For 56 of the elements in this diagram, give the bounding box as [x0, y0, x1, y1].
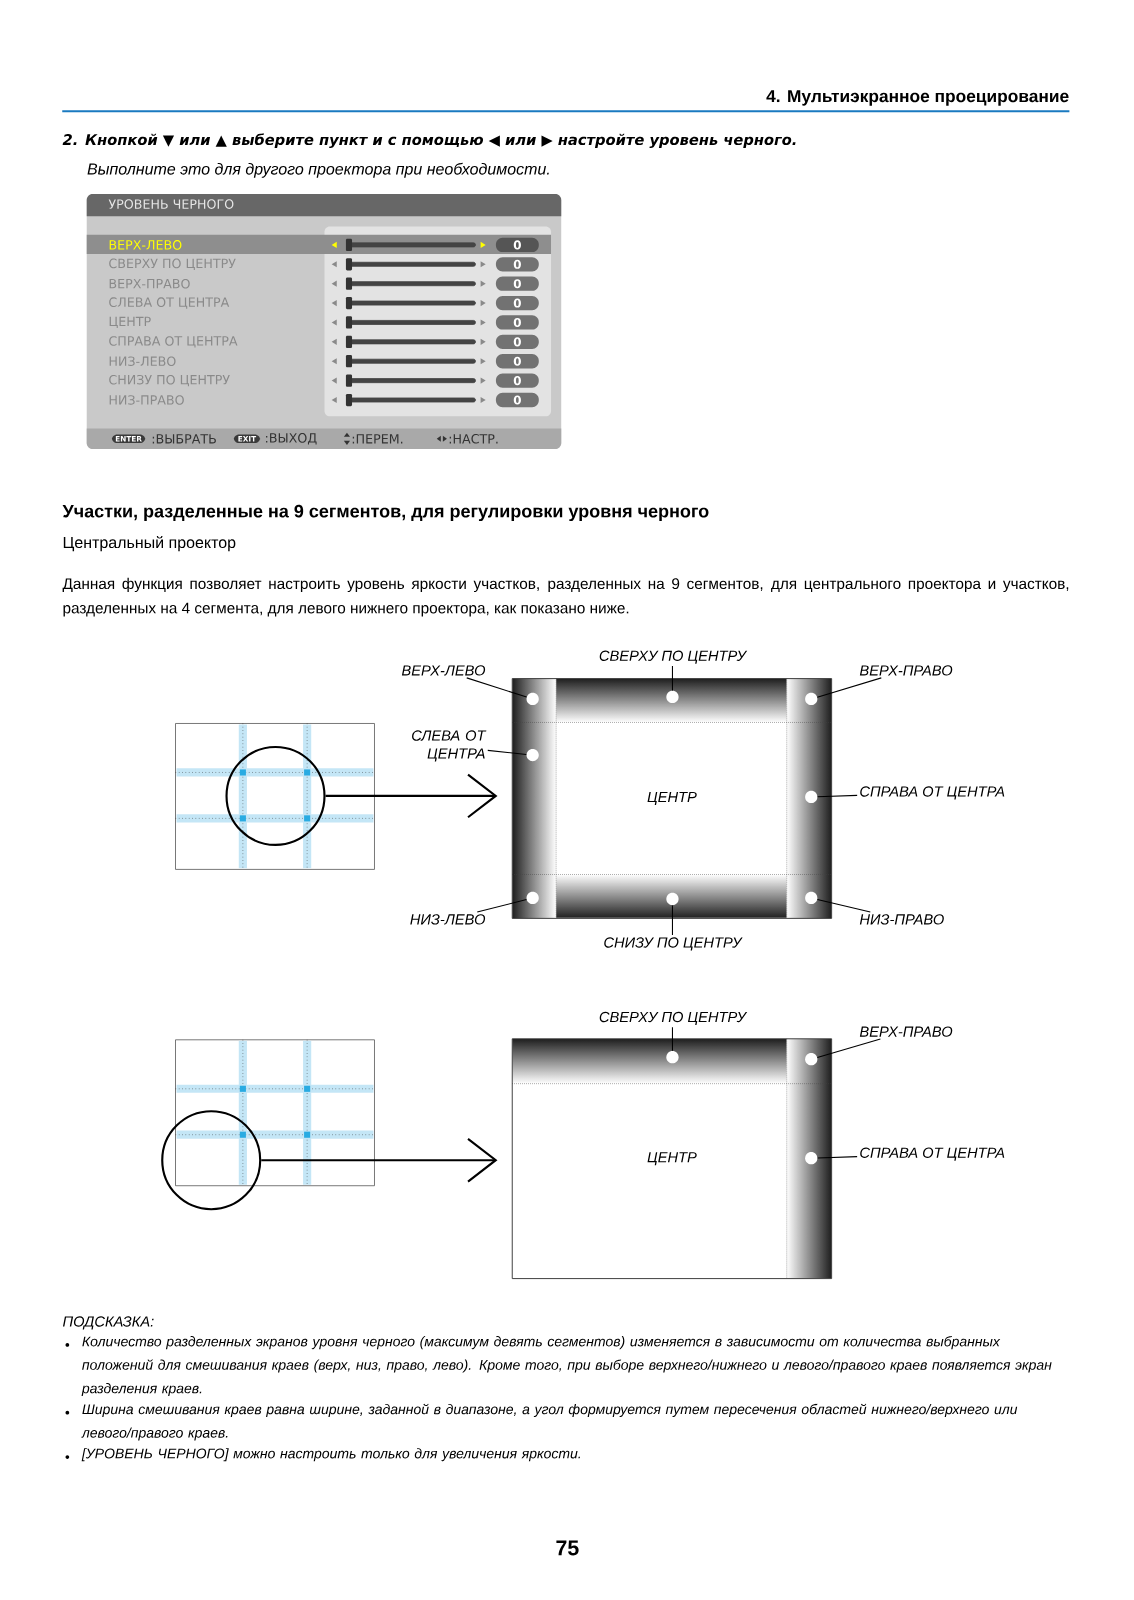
leader-line [817, 898, 871, 913]
menu-item: СПРАВА ОТ ЦЕНТРА [109, 336, 238, 348]
arrow [261, 1138, 498, 1183]
leader-line [466, 677, 528, 698]
callout-label: ВЕРХ-ПРАВО [860, 1026, 953, 1037]
value-field: 0 [496, 354, 539, 369]
menu-item: СВЕРХУ ПО ЦЕНТРУ [109, 258, 236, 270]
callout-label: СНИЗУ ПО ЦЕНТРУ [604, 937, 743, 951]
paragraph: Данная функция позволяет настроить уровень яркости участков, разделенных на 9 сегментов, для центрального проектора и участков, разделенных на 4 сегмента, для левого нижнего проектора, как показано ниже. [62, 577, 1069, 617]
callout-label: СПРАВА ОТ ЦЕНТРА [860, 786, 1005, 800]
leader-line [672, 1026, 674, 1052]
step-text: 2. Кнопкой ▼ или ▲ выберите пункт и с помощью ◀ или ▶ настройте уровень черного. [62, 133, 796, 149]
menu-title-bar: УРОВЕНЬ ЧЕРНОГО [86, 193, 562, 217]
menu-item: СНИЗУ ПО ЦЕНТРУ [109, 374, 230, 387]
leader-line [672, 665, 674, 692]
page-number: 75 [556, 1540, 579, 1556]
projection-screen: ЦЕНТР [511, 678, 833, 919]
arrow [325, 773, 498, 819]
menu-item: НИЗ-ЛЕВО [109, 356, 176, 367]
footer-hint: :НАСТР. [449, 434, 498, 444]
leader-line [816, 677, 882, 698]
menu-item: СЛЕВА ОТ ЦЕНТРА [109, 297, 230, 309]
callout-label: НИЗ-ПРАВО [860, 914, 945, 925]
leader-line [672, 904, 674, 936]
subheading: Центральный проектор [64, 536, 236, 552]
callout-label: ВЕРХ-ПРАВО [860, 665, 953, 676]
callout-label: НИЗ-ЛЕВО [410, 914, 486, 925]
leader-line [476, 899, 528, 913]
footer-hint: :ВЫХОД [266, 433, 317, 445]
tip-item: Ширина смешивания краев равна ширине, заданной в диапазоне, а угол формируется путем пересечения областей нижнего/верхнего или левого/правого краев. [81, 1403, 1018, 1441]
footer-hint: :ПЕРЕМ. [352, 434, 403, 444]
leader-line [817, 1038, 882, 1058]
magnifier-circle [225, 745, 326, 846]
callout-label: СПРАВА ОТ ЦЕНТРА [860, 1147, 1005, 1161]
menu-item: ВЕРХ-ПРАВО [109, 278, 190, 289]
menu-item: ЦЕНТР [109, 316, 151, 329]
tip-heading: ПОДСКАЗКА: [63, 1316, 154, 1330]
magnifier-circle [161, 1110, 262, 1211]
value-field: 0 [496, 373, 539, 388]
leader-line [487, 749, 527, 755]
callout-label: СЛЕВА ОТ ЦЕНТРА [412, 730, 487, 762]
tip-item: [УРОВЕНЬ ЧЕРНОГО] можно настроить только для увеличения яркости. [81, 1448, 581, 1462]
callout-label: ВЕРХ-ЛЕВО [402, 665, 486, 676]
menu-item: НИЗ-ПРАВО [109, 395, 185, 405]
leader-line [817, 794, 858, 798]
value-field: 0 [496, 257, 539, 272]
projection-screen: ЦЕНТР [511, 1038, 833, 1280]
section-heading: Участки, разделенные на 9 сегментов, для регулировки уровня черного [62, 504, 709, 522]
footer-hint: :ВЫБРАТЬ [152, 434, 217, 444]
value-field: 0 [496, 315, 539, 330]
header-title: 4. Мультиэкранное проецирование [766, 90, 1069, 106]
callout-label: СВЕРХУ ПО ЦЕНТРУ [599, 1011, 748, 1025]
leader-line [817, 1156, 858, 1159]
note-text: Выполните это для другого проектора при необходимости. [87, 162, 549, 178]
callout-label: СВЕРХУ ПО ЦЕНТРУ [599, 650, 748, 664]
tip-item: Количество разделенных экранов уровня черного (максимум девять сегментов) изменяется в зависимости от количества выбранных положений для смешивания краев (верх, низ, право, лево). Кроме того, при выборе верхнего/нижнего и левого/правого краев появляется экран разделения краев. [81, 1336, 1052, 1397]
